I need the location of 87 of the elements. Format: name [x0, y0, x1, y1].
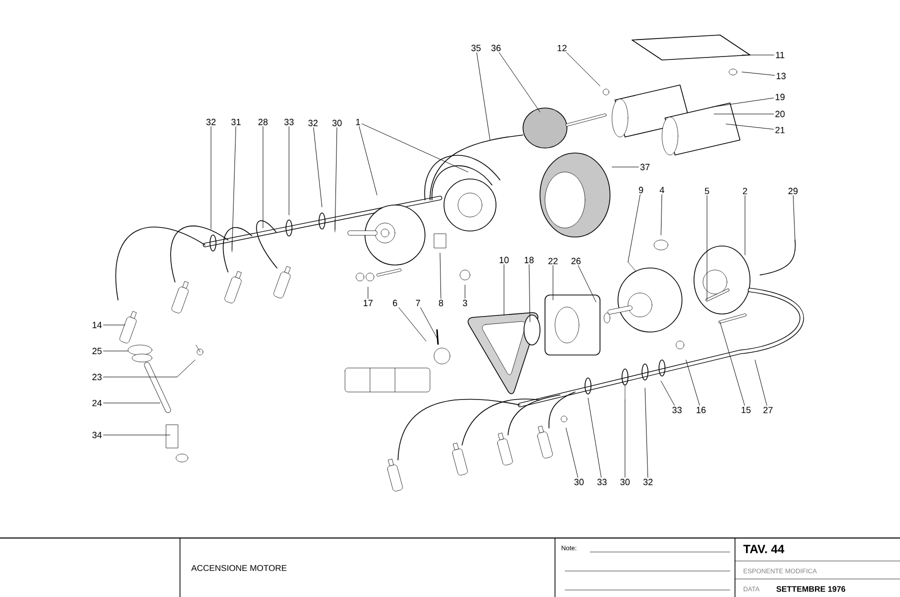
- callout-number: 32: [643, 478, 653, 486]
- leader-line: [210, 126, 212, 230]
- callout-number: 20: [775, 110, 785, 118]
- leader-line: [262, 126, 264, 228]
- leader-line: [712, 98, 774, 108]
- leader-line: [744, 195, 746, 256]
- leader-line: [612, 166, 639, 168]
- leader-line: [313, 127, 322, 208]
- callout-number: 13: [776, 72, 786, 80]
- leader-line: [362, 124, 468, 172]
- callout-number: 17: [364, 300, 373, 306]
- callout-number: 34: [92, 432, 102, 438]
- label-text: ACCENSIONE MOTORE: [191, 565, 287, 571]
- callout-number: 3: [462, 300, 468, 306]
- callout-number: 31: [231, 118, 241, 126]
- callout-number: 32: [308, 120, 318, 126]
- leader-line: [566, 428, 578, 478]
- callout-number: 35: [471, 44, 481, 52]
- callout-number: 9: [638, 186, 644, 194]
- label-text: SETTEMBRE 1976: [776, 586, 846, 592]
- leader-line: [588, 398, 602, 478]
- callout-number: 2: [742, 188, 748, 194]
- callout-number: 33: [284, 118, 294, 126]
- callout-number: 30: [620, 478, 630, 486]
- callout-number: 4: [660, 186, 664, 194]
- leader-line: [624, 400, 626, 478]
- callout-number: 10: [500, 256, 509, 264]
- callout-number: 14: [92, 322, 102, 328]
- callout-number: 12: [558, 44, 567, 52]
- callout-number: 5: [704, 188, 710, 194]
- callout-number: 6: [392, 300, 398, 306]
- leader-line: [660, 380, 675, 406]
- callout-number: 30: [332, 120, 342, 126]
- callout-number: 16: [696, 406, 706, 414]
- leader-line: [103, 324, 126, 326]
- callout-number: 22: [548, 258, 558, 264]
- label-text: TAV. 44: [743, 544, 784, 554]
- leader-line: [628, 194, 640, 262]
- leader-line: [288, 126, 290, 216]
- leader-line: [706, 195, 708, 300]
- callout-number: 28: [258, 118, 268, 126]
- callout-number: 33: [597, 478, 607, 486]
- callout-number: 8: [438, 300, 444, 306]
- leader-line: [464, 284, 466, 299]
- leader-line: [420, 307, 438, 338]
- callout-number: 29: [788, 188, 798, 194]
- leader-line: [103, 434, 170, 436]
- leader-line: [103, 360, 196, 378]
- leader-line: [644, 388, 648, 478]
- callout-number: 27: [763, 406, 773, 414]
- callout-number: 24: [92, 400, 102, 406]
- leader-line: [528, 264, 530, 322]
- leader-line: [720, 322, 745, 406]
- callout-number: 37: [640, 164, 650, 170]
- leader-line: [476, 52, 490, 140]
- leader-line: [498, 52, 540, 112]
- leader-line: [552, 265, 554, 300]
- leader-line: [792, 195, 796, 240]
- callout-number: 23: [92, 374, 102, 380]
- callout-number: 30: [574, 478, 584, 486]
- leader-line: [103, 350, 128, 352]
- callout-number: 19: [776, 94, 785, 100]
- leader-line: [578, 265, 596, 302]
- leader-line: [103, 402, 160, 404]
- leader-line: [334, 127, 338, 230]
- leader-line: [398, 307, 426, 342]
- callout-number: 33: [672, 406, 682, 414]
- leader-line: [726, 124, 774, 130]
- callout-number: 21: [775, 126, 785, 134]
- leader-line: [660, 194, 662, 236]
- leader-line: [742, 54, 774, 56]
- leader-line: [742, 72, 775, 76]
- callout-number: 7: [416, 300, 420, 306]
- callout-number: 15: [742, 406, 751, 414]
- leader-line: [232, 126, 236, 250]
- leader-line: [440, 252, 442, 299]
- callout-number: 1: [356, 118, 360, 126]
- callout-number: 25: [92, 348, 102, 354]
- leader-line: [566, 52, 600, 86]
- callout-number: 11: [776, 52, 784, 58]
- callout-number: 18: [524, 256, 534, 264]
- leader-line: [358, 126, 378, 196]
- callout-number: 26: [571, 258, 581, 264]
- callout-number: 36: [491, 44, 501, 52]
- callout-number: 32: [206, 118, 216, 126]
- leader-line: [686, 360, 700, 406]
- leader-line: [754, 360, 768, 406]
